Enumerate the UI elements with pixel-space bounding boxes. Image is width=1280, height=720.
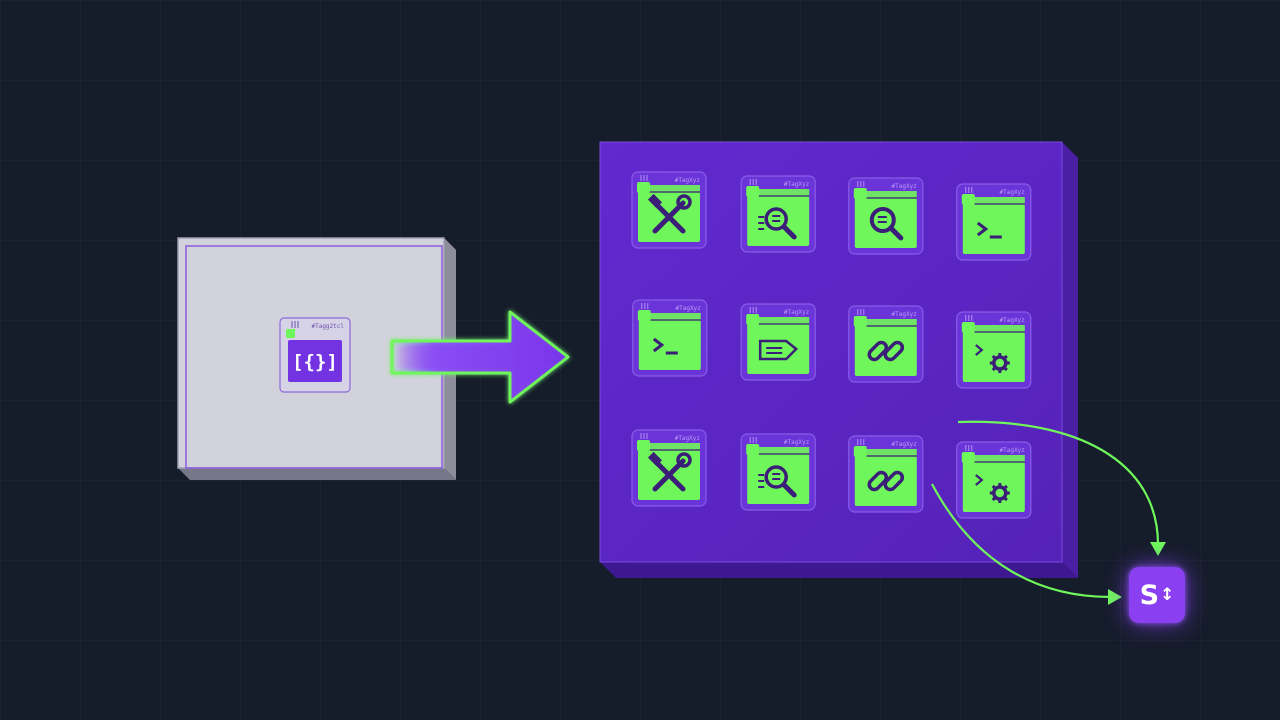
tool-tile[interactable]: #TagXyz (956, 441, 1032, 519)
grip-icon (857, 309, 865, 315)
tile-tag: #TagXyz (892, 311, 918, 318)
tool-tile[interactable]: #TagXyz (848, 305, 924, 383)
grip-icon (749, 437, 757, 443)
terminal-settings-icon (975, 474, 1010, 503)
grip-icon (291, 321, 299, 328)
tile-tag: #TagXyz (1000, 317, 1026, 324)
json-braces-icon: [{}] (292, 351, 338, 373)
tile-tag: #TagXyz (675, 177, 701, 184)
output-arrow: ↕ (1160, 585, 1175, 605)
tool-tile[interactable]: #TagXyz (631, 171, 707, 249)
tile-tag: #TagXyz (676, 305, 702, 312)
tool-tile[interactable]: #TagXyz (956, 183, 1032, 261)
tool-tile[interactable]: #TagXyz (956, 311, 1032, 389)
tool-tile[interactable]: #TagXyz (740, 175, 816, 253)
grip-icon (857, 439, 865, 445)
tool-tile[interactable]: #TagXyz (632, 299, 708, 377)
document-search-icon (758, 465, 797, 498)
tile-tag: #TagXyz (784, 439, 810, 446)
tool-tile[interactable]: #TagXyz (740, 433, 816, 511)
terminal-icon (976, 221, 1002, 239)
tile-tag: #TagXyz (784, 181, 810, 188)
tile-tag: #TagXyz (1000, 189, 1026, 196)
folder-arrow-icon (758, 339, 799, 361)
tile-tag: #TagXyz (784, 309, 810, 316)
tool-tile[interactable]: #TagXyz (740, 303, 816, 381)
source-card: #Tagg2tcl [{}] (279, 317, 351, 393)
tile-tag: #TagXyz (892, 441, 918, 448)
grip-icon (749, 307, 757, 313)
grip-icon (641, 303, 649, 309)
tile-tag: #TagXyz (892, 183, 918, 190)
grip-icon (965, 445, 973, 451)
grip-icon (640, 433, 648, 439)
terminal-settings-icon (975, 344, 1010, 373)
grip-icon (749, 179, 757, 185)
output-letter: S (1139, 579, 1160, 611)
tool-tile[interactable]: #TagXyz (631, 429, 707, 507)
terminal-icon (652, 337, 678, 355)
tile-tag: #TagXyz (1000, 447, 1026, 454)
document-search-icon (758, 207, 797, 240)
grip-icon (965, 315, 973, 321)
source-tag: #Tagg2tcl (311, 323, 344, 330)
grip-icon (965, 187, 973, 193)
grip-icon (857, 181, 865, 187)
output-curves (931, 420, 1166, 605)
grip-icon (640, 175, 648, 181)
magnify-icon (869, 207, 904, 241)
link-icon (867, 470, 905, 492)
tool-tile[interactable]: #TagXyz (848, 435, 924, 513)
source-panel (177, 237, 456, 480)
tile-tag: #TagXyz (675, 435, 701, 442)
tools-icon (647, 193, 692, 234)
tool-tile[interactable]: #TagXyz (848, 177, 924, 255)
link-icon (867, 340, 905, 362)
flow-arrow (390, 310, 570, 404)
output-s-icon[interactable]: S↕ (1129, 567, 1185, 623)
tools-icon (647, 451, 692, 492)
